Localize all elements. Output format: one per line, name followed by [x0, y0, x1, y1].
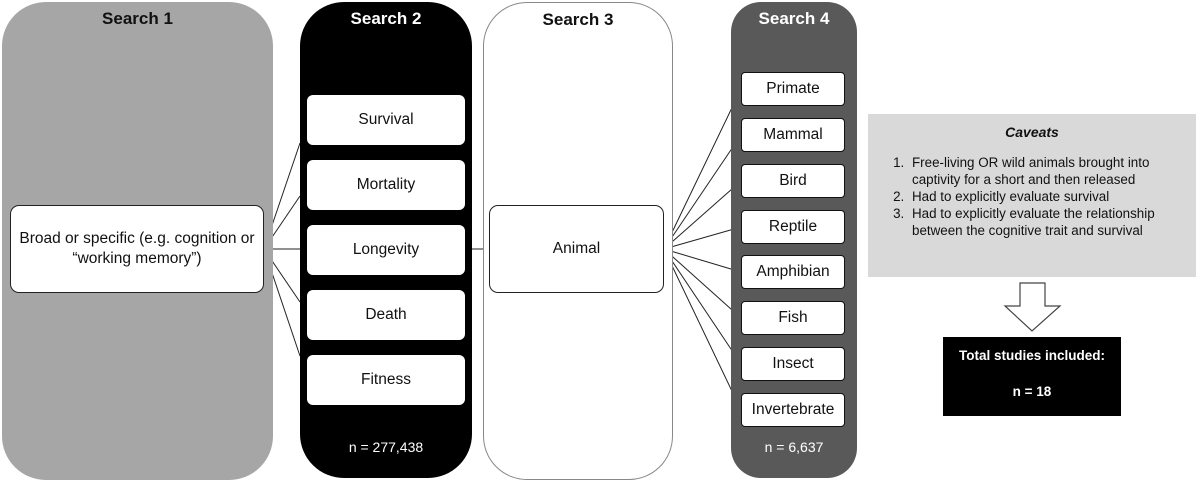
- search-1-title: Search 1: [102, 9, 173, 28]
- caveats-title: Caveats: [1005, 124, 1059, 140]
- caveats-list: Free-living OR wild animals brought into…: [868, 154, 1196, 239]
- search-2-title: Search 2: [350, 9, 422, 28]
- search-4-term-amphibian: Amphibian: [741, 255, 845, 289]
- search-4-term-invertebrate: Invertebrate: [741, 393, 845, 427]
- search-3-title: Search 3: [542, 10, 614, 29]
- caveat-item: Had to explicitly evaluate survival: [908, 188, 1188, 205]
- down-arrow-icon: [1003, 282, 1062, 332]
- caveats-box: Caveats Free-living OR wild animals brou…: [868, 114, 1196, 277]
- search-4-title: Search 4: [758, 9, 830, 28]
- search-4-term-mammal: Mammal: [741, 118, 845, 152]
- search-4-count: n = 6,637: [764, 439, 824, 455]
- search-1-term-box: Broad or specific (e.g. cognition or “wo…: [10, 205, 264, 293]
- search-2-term-mortality: Mortality: [307, 160, 465, 210]
- search-2-term-longevity: Longevity: [307, 225, 465, 275]
- search-4-term-insect: Insect: [741, 347, 845, 381]
- search-2-term-death: Death: [307, 290, 465, 340]
- total-studies-label: Total studies included:: [958, 348, 1105, 363]
- total-studies-box: Total studies included: n = 18: [943, 337, 1121, 416]
- total-studies-count: n = 18: [1012, 384, 1052, 399]
- search-4-term-bird: Bird: [741, 164, 845, 198]
- search-2-term-fitness: Fitness: [307, 355, 465, 405]
- caveat-item: Had to explicitly evaluate the relations…: [908, 205, 1188, 239]
- caveat-item: Free-living OR wild animals brought into…: [908, 154, 1188, 188]
- search-2-count: n = 277,438: [348, 439, 424, 455]
- search-4-term-fish: Fish: [741, 301, 845, 335]
- search-4-term-reptile: Reptile: [741, 210, 845, 244]
- search-3-term-box: Animal: [489, 205, 664, 293]
- search-2-term-survival: Survival: [307, 95, 465, 145]
- search-4-term-primate: Primate: [741, 72, 845, 106]
